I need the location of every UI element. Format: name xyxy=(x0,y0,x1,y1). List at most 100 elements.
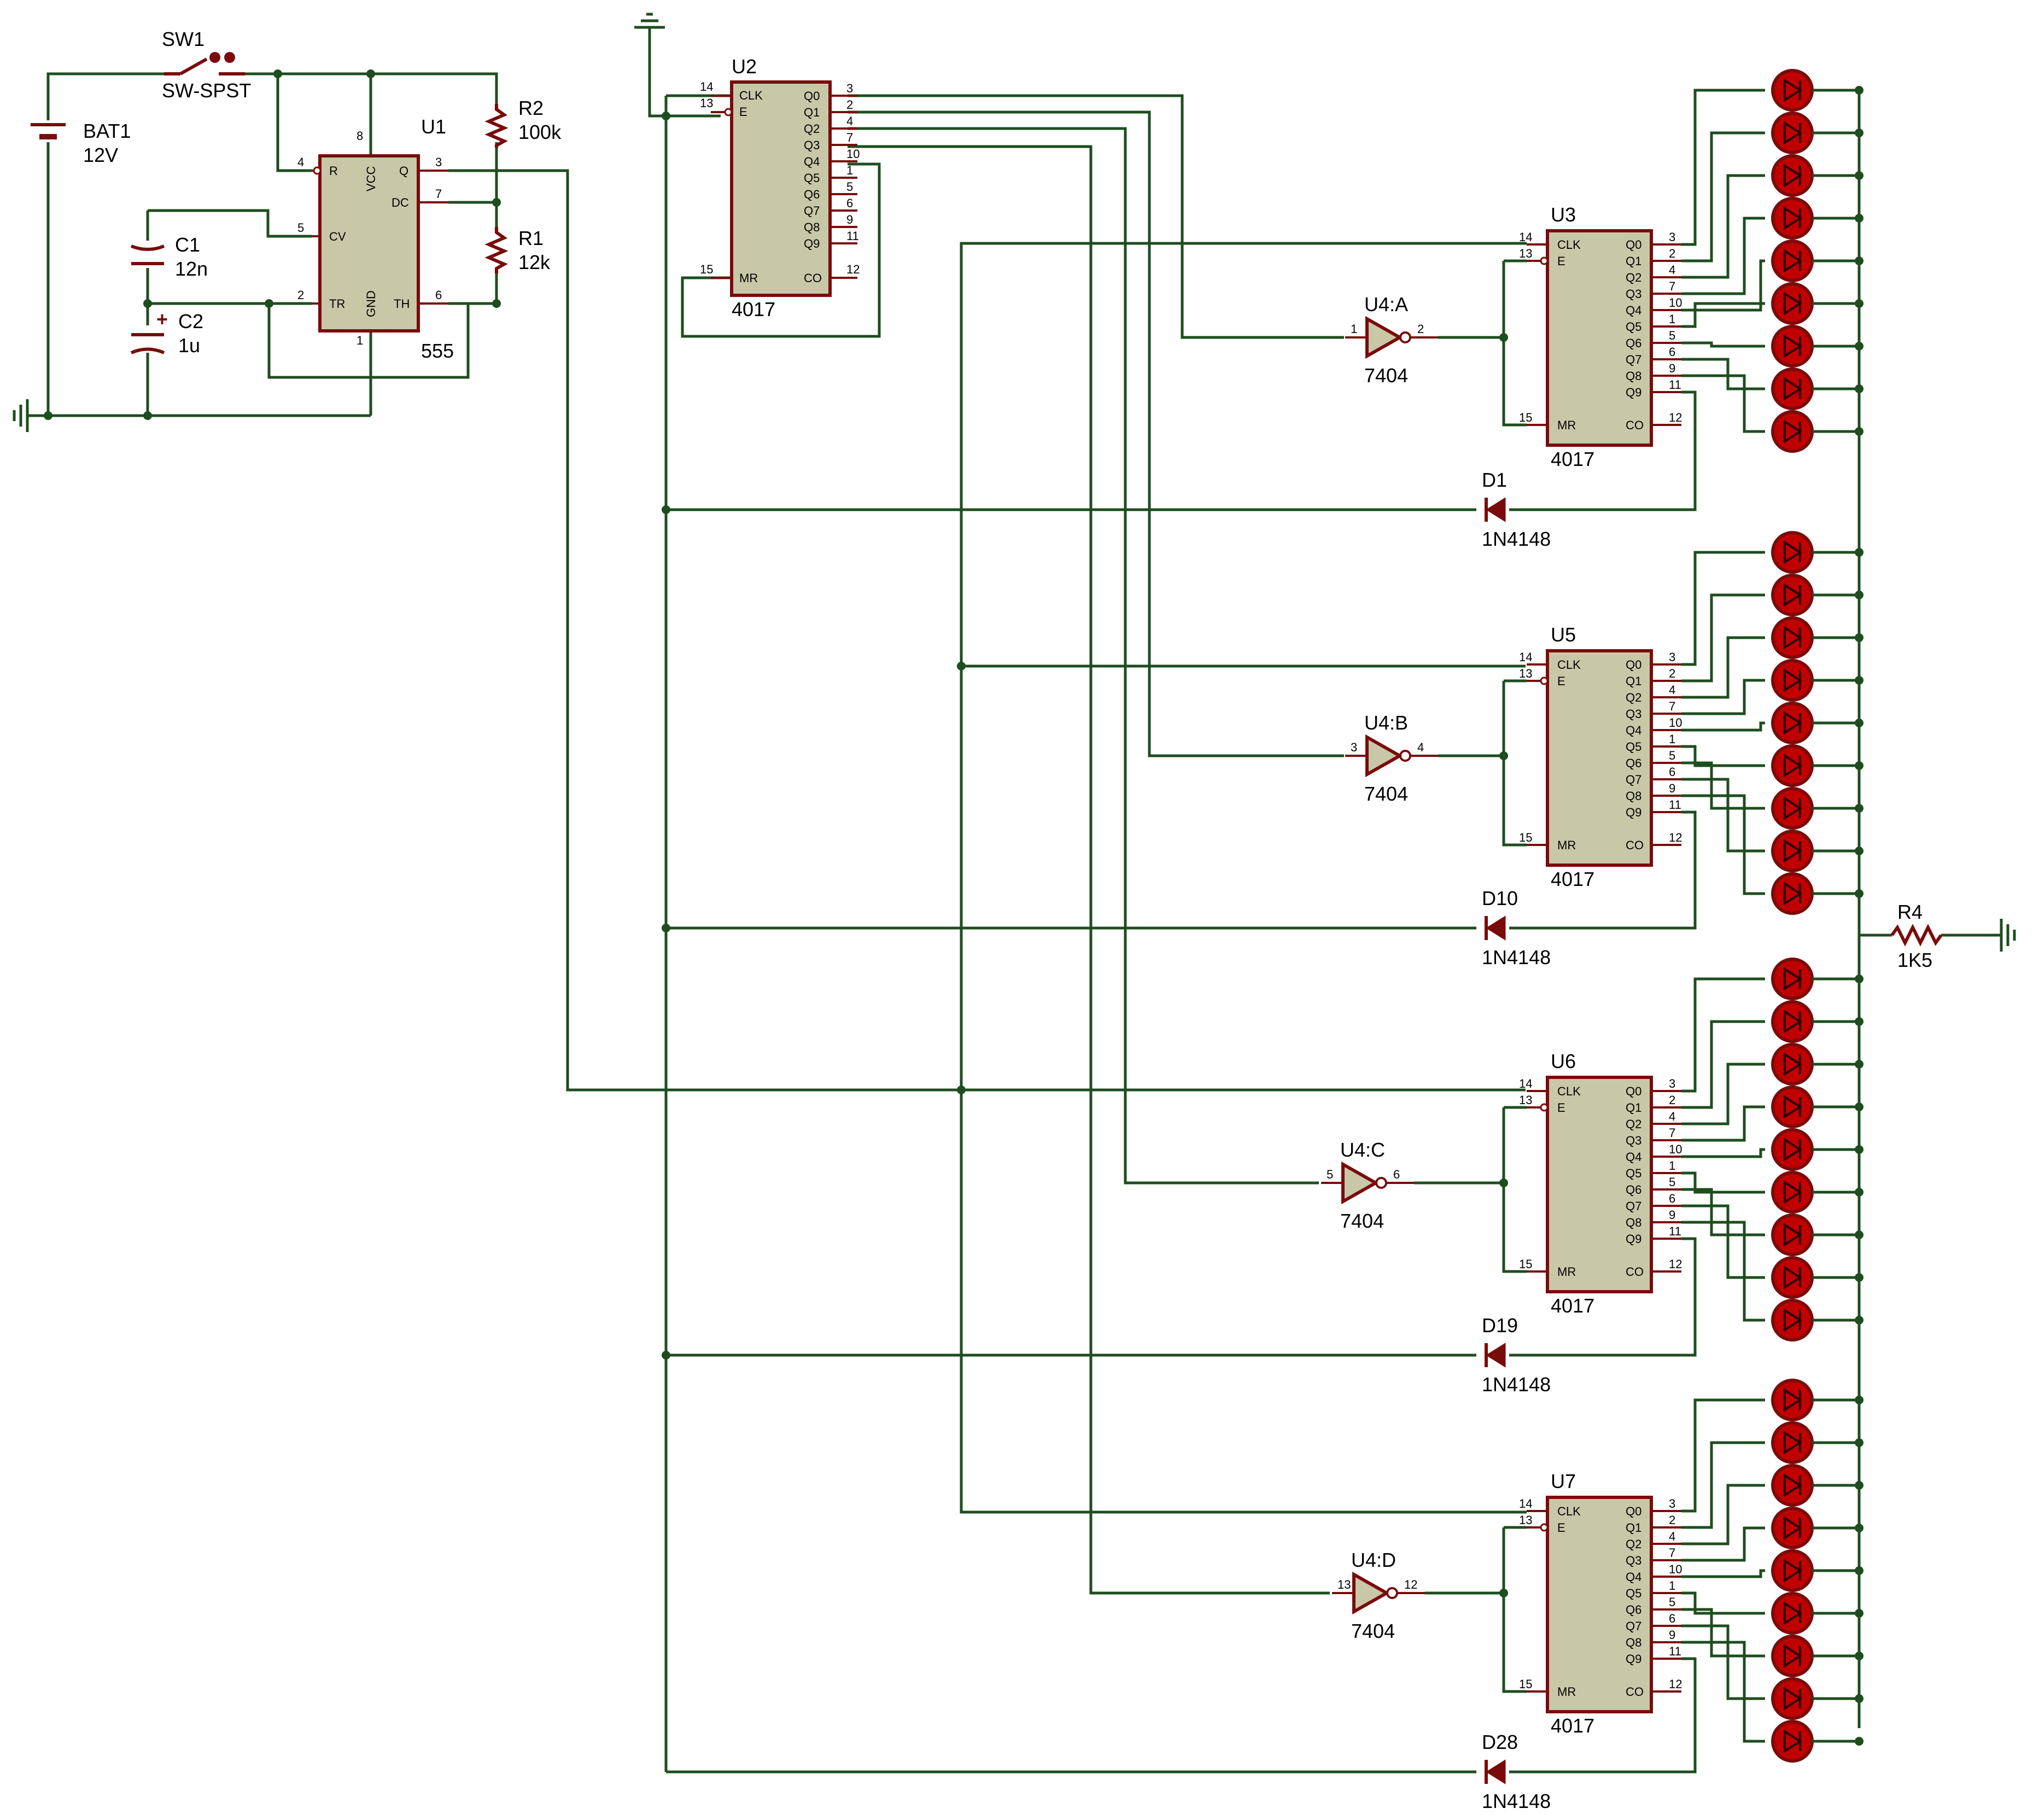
pin-number-q2: 4 xyxy=(1669,263,1675,277)
inverter-pin-out: 6 xyxy=(1393,1168,1400,1181)
pin-label-dc: DC xyxy=(392,196,409,209)
pin-label-clk: CLK xyxy=(1557,658,1581,672)
led xyxy=(1771,787,1814,830)
led xyxy=(1771,1214,1814,1256)
pin-label-mr: MR xyxy=(1557,838,1576,852)
pin-number-q1: 2 xyxy=(1669,1513,1675,1527)
u5-part-label: 4017 xyxy=(1551,868,1594,890)
diode-part-label: 1N4148 xyxy=(1482,946,1551,969)
led xyxy=(1771,1635,1814,1677)
pin-number-q1: 2 xyxy=(1669,1093,1675,1107)
r1-ref-label: R1 xyxy=(518,227,544,249)
pin-label-vcc: VCC xyxy=(364,166,378,191)
c2-polarity-mark: + xyxy=(156,308,168,330)
led xyxy=(1771,531,1814,574)
u2-pin-q8: Q8 xyxy=(804,220,820,234)
capacitor-c1: C1 12n xyxy=(130,234,208,280)
pin-label-q2: Q2 xyxy=(1626,271,1641,284)
led xyxy=(1771,872,1814,915)
u2-pin-q1: Q1 xyxy=(804,106,820,119)
c1-ref-label: C1 xyxy=(175,234,200,256)
pin-label-co: CO xyxy=(1626,1265,1644,1279)
pin-number-q0: 3 xyxy=(1669,1497,1675,1510)
u1-ref-label: U1 xyxy=(421,115,446,138)
u2-pin-q5: Q5 xyxy=(804,171,820,185)
u2-pin-e: E xyxy=(739,105,747,119)
switch-value-label: SW-SPST xyxy=(162,79,251,102)
pin-number-q7: 6 xyxy=(1669,1192,1675,1205)
pin-label-clk: CLK xyxy=(1557,1504,1581,1518)
ground-icon xyxy=(2000,919,2016,952)
pin-number-q8: 9 xyxy=(1669,1208,1675,1222)
generated-components: CLKEMR141315Q03Q12Q24Q37Q410Q51Q65Q76Q89… xyxy=(700,69,1863,1812)
pin-label-q3: Q3 xyxy=(1626,707,1641,721)
pin-number-q8: 9 xyxy=(1669,361,1675,375)
u2-pinnum-q3: 7 xyxy=(846,131,853,144)
inverter-pin-in: 1 xyxy=(1351,322,1357,336)
u2-pin-q2: Q2 xyxy=(804,122,820,136)
led xyxy=(1771,1379,1814,1421)
pin-label-q4: Q4 xyxy=(1626,724,1641,737)
pin-number-mr: 15 xyxy=(1519,1677,1532,1691)
inverter-ref-label: U4:B xyxy=(1364,711,1408,734)
pin-label-q7: Q7 xyxy=(1626,1199,1641,1213)
pin-number-clk: 14 xyxy=(1519,1497,1532,1510)
pin-number-q2: 4 xyxy=(1669,1530,1675,1543)
pin-label-q9: Q9 xyxy=(1626,806,1641,819)
diode: D10 1N4148 xyxy=(1482,887,1551,969)
r2-ref-label: R2 xyxy=(518,97,544,119)
u2-pin-q4: Q4 xyxy=(804,155,820,168)
pin-label-q2: Q2 xyxy=(1626,1537,1641,1551)
led xyxy=(1771,1507,1814,1549)
u2-pinnum-clk: 14 xyxy=(700,80,713,94)
pin-number-q6: 5 xyxy=(1669,1595,1675,1609)
led xyxy=(1771,1421,1814,1464)
switch-ref-label: SW1 xyxy=(162,28,205,50)
c2-value-label: 1u xyxy=(178,334,200,357)
u2-pin-q6: Q6 xyxy=(804,188,820,201)
pin-number-q4: 10 xyxy=(1669,1562,1682,1576)
led xyxy=(1771,1720,1814,1763)
u3-ref-label: U3 xyxy=(1551,203,1576,226)
pin-number-mr: 15 xyxy=(1519,831,1532,844)
pin-number-co: 12 xyxy=(1669,1257,1682,1271)
pin-label-q7: Q7 xyxy=(1626,353,1641,366)
diode-ref-label: D10 xyxy=(1482,887,1518,909)
pin-number-co: 12 xyxy=(1669,831,1682,844)
pin-label-q: Q xyxy=(399,164,408,178)
pin-label-q4: Q4 xyxy=(1626,1570,1641,1584)
pin-number-mr: 15 xyxy=(1519,1257,1532,1271)
led xyxy=(1771,69,1814,112)
pin-number-q1: 2 xyxy=(1669,247,1675,260)
pin-number-q4: 10 xyxy=(1669,296,1682,310)
led xyxy=(1771,659,1814,702)
inverter-ref-label: U4:C xyxy=(1340,1139,1385,1161)
inverter-pin-out: 2 xyxy=(1417,322,1424,336)
u2-section-wires xyxy=(634,13,1527,1774)
pin-label-q3: Q3 xyxy=(1626,1134,1641,1147)
resistor-r2: R2 100k xyxy=(484,97,562,148)
pin-number-q9: 11 xyxy=(1669,1224,1681,1238)
u2-part-label: 4017 xyxy=(732,298,775,320)
u2-pinnum-q5: 1 xyxy=(846,164,853,177)
pin-number-q3: 7 xyxy=(1669,279,1675,293)
pin-label-q5: Q5 xyxy=(1626,320,1641,334)
pin-number-co: 12 xyxy=(1669,1677,1682,1691)
pin-number-q9: 11 xyxy=(1669,798,1681,812)
pin-number-r: 4 xyxy=(297,155,304,169)
u2-pinnum-q4: 10 xyxy=(846,147,860,161)
led xyxy=(1771,154,1814,197)
u2-pinnum-q2: 4 xyxy=(846,114,853,128)
pin-label-e: E xyxy=(1557,254,1565,268)
inverter-part-label: 7404 xyxy=(1351,1620,1395,1642)
led xyxy=(1771,1128,1814,1171)
pin-number-e: 13 xyxy=(1519,247,1532,260)
inverter-ref-label: U4:D xyxy=(1351,1549,1396,1571)
pin-label-q3: Q3 xyxy=(1626,287,1641,301)
